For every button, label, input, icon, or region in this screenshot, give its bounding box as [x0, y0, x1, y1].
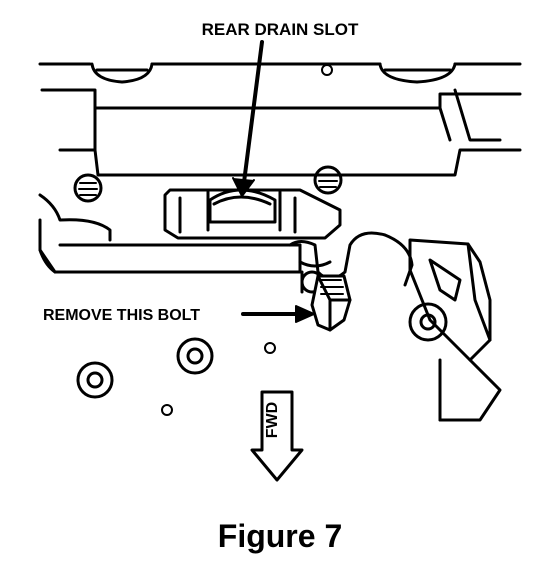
remove-bolt-label: REMOVE THIS BOLT: [43, 307, 201, 324]
upper-housing: [38, 62, 522, 177]
fwd-label: FWD: [264, 401, 281, 439]
lower-bolt-center: [176, 337, 214, 375]
threaded-hole-right: [313, 165, 343, 195]
cooler-line-bracket: [408, 238, 502, 422]
small-hole-center: [264, 342, 276, 354]
top-bolt-left: [90, 62, 154, 84]
lower-bolt-left: [76, 361, 114, 399]
lower-case: [38, 193, 302, 274]
remove-bolt-arrow: [241, 305, 315, 323]
bracket-bolt: [408, 302, 448, 342]
rear-drain-slot-label: REAR DRAIN SLOT: [201, 20, 359, 39]
remove-bolt: [300, 270, 352, 332]
top-bolt-right: [378, 62, 457, 84]
small-hole-left: [161, 404, 173, 416]
line-clamp: [288, 231, 414, 287]
threaded-hole-left: [73, 173, 103, 203]
rear-drain-slot: [163, 188, 342, 240]
rear-drain-slot-arrow: [232, 40, 264, 197]
housing-recess: [321, 64, 333, 76]
fwd-arrow: [250, 390, 304, 482]
figure-caption: Figure 7: [217, 518, 343, 554]
